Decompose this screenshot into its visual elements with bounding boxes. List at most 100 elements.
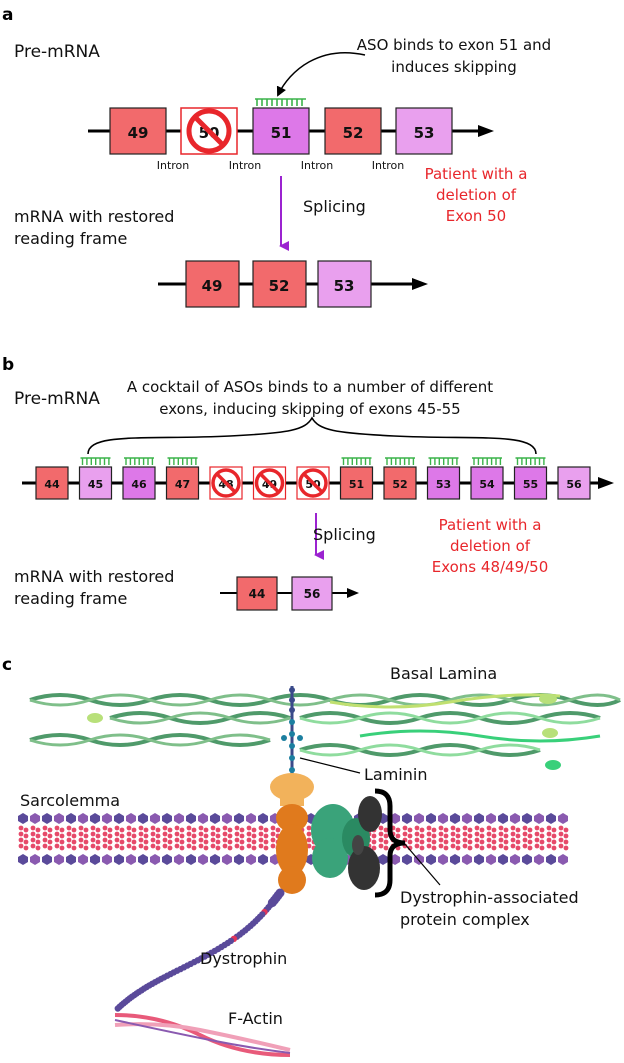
aso-icon-55-b — [515, 457, 546, 465]
panel-c-letter: c — [2, 655, 12, 675]
basal-lamina-label: Basal Lamina — [390, 664, 497, 683]
intron-label-1: Intron — [157, 159, 190, 172]
patient-note-b-line3: Exons 48/49/50 — [432, 558, 549, 576]
mrna-exon-53-a — [317, 260, 372, 308]
aso-icon-52-b — [385, 457, 415, 465]
mrna-exon-44-b — [236, 576, 278, 611]
aso-pointer-arrow — [276, 52, 366, 97]
splicing-label-b: Splicing — [313, 525, 376, 544]
patient-note-a-line3: Exon 50 — [446, 207, 506, 225]
dapc-label-line1: Dystrophin-associated — [400, 888, 579, 907]
patient-note-a: Patient with a deletion of Exon 50 — [425, 165, 528, 225]
exon-54-b: 54 — [470, 457, 504, 500]
mrna-exon-44-b-label: 44 — [249, 587, 266, 601]
aso-note-a: ASO binds to exon 51 and induces skippin… — [357, 36, 551, 76]
exon-49-a — [109, 107, 167, 155]
exon-55-b-label: 55 — [523, 478, 538, 491]
mrna-label-a-line2: reading frame — [14, 229, 127, 248]
aso-icon-51-b — [341, 457, 372, 465]
exon-53-b: 53 — [426, 457, 461, 500]
mrna-exon-56-b-label: 56 — [304, 587, 321, 601]
exon-49-a-label: 49 — [128, 124, 149, 142]
mrna-exon-49-a — [185, 260, 240, 308]
splicing-label-a: Splicing — [303, 197, 366, 216]
exon-47-b-label: 47 — [175, 478, 190, 491]
deletion-icon-48-b — [211, 468, 241, 498]
exon-53-a-label: 53 — [414, 124, 435, 142]
exon-53-b-label: 53 — [436, 478, 451, 491]
patient-note-b-line1: Patient with a — [439, 516, 542, 534]
mrna-label-a-line1: mRNA with restored — [14, 207, 174, 226]
aso-icon-46-b — [124, 457, 154, 465]
exon-51-b-label: 51 — [349, 478, 364, 491]
laminin-stalk — [281, 686, 303, 782]
exon-52-a-label: 52 — [343, 124, 364, 142]
dapc-brace — [374, 788, 406, 898]
exon-55-b: 55 — [513, 457, 548, 500]
exon-54-b-label: 54 — [479, 478, 495, 491]
patient-note-a-line1: Patient with a — [425, 165, 528, 183]
intron-label-2: Intron — [229, 159, 262, 172]
cocktail-note-line1: A cocktail of ASOs binds to a number of … — [127, 378, 493, 396]
exon-49-b: 49 — [252, 466, 287, 500]
exon-52-b-label: 52 — [392, 478, 407, 491]
mrna-exon-56-b — [291, 576, 333, 611]
aso-note-a-line2: induces skipping — [391, 58, 517, 76]
exon-47-b: 47 — [165, 457, 200, 500]
exon-45-b-label: 45 — [88, 478, 103, 491]
exon-51-b: 51 — [339, 457, 374, 500]
aso-note-a-line1: ASO binds to exon 51 and — [357, 36, 551, 54]
panel-c: c Basal Lamina — [2, 655, 621, 1057]
patient-note-b-line2: deletion of — [450, 537, 531, 555]
exon-52-a — [324, 107, 382, 155]
basal-lamina-fibrils — [29, 693, 621, 770]
exon-row-b: 44 45 46 47 48 49 50 51 52 53 54 55 56 — [35, 457, 591, 500]
pre-mrna-arrowhead-b — [598, 477, 614, 489]
intron-labels-a: Intron Intron Intron Intron — [157, 159, 405, 172]
cocktail-brace — [87, 416, 537, 455]
exon-51-a-label: 51 — [271, 124, 292, 142]
mrna-label-b-line1: mRNA with restored — [14, 567, 174, 586]
deletion-icon-50-a — [186, 108, 232, 154]
deletion-slash-50-a — [193, 115, 225, 147]
cocktail-note-line2: exons, inducing skipping of exons 45-55 — [159, 400, 460, 418]
intron-label-4: Intron — [372, 159, 405, 172]
f-actin-label: F-Actin — [228, 1009, 283, 1028]
intron-label-3: Intron — [301, 159, 334, 172]
mrna-exon-49-a-label: 49 — [202, 277, 223, 295]
dapc-label-line2: protein complex — [400, 910, 530, 929]
exon-48-b: 48 — [209, 466, 243, 500]
dapc-proteins — [270, 773, 382, 894]
mrna-arrowhead-b — [347, 588, 359, 598]
mrna-exon-52-a — [252, 260, 307, 308]
sarcolemma-label: Sarcolemma — [20, 791, 120, 810]
laminin-pointer — [299, 757, 361, 774]
mrna-arrowhead-a — [412, 278, 428, 290]
aso-icon-51-a — [255, 98, 306, 106]
deletion-icon-49-b — [254, 468, 285, 498]
exon-50-b: 50 — [296, 466, 330, 500]
exon-46-b-label: 46 — [131, 478, 147, 491]
panel-a: a Pre-mRNA ASO binds to exon 51 and indu… — [2, 5, 551, 308]
mrna-label-b-line2: reading frame — [14, 589, 127, 608]
exon-44-b: 44 — [35, 466, 69, 500]
exon-52-b: 52 — [383, 457, 417, 500]
pre-mrna-label-a: Pre-mRNA — [14, 42, 100, 62]
exon-56-b: 56 — [557, 466, 591, 500]
aso-icon-47-b — [167, 457, 198, 465]
patient-note-a-line2: deletion of — [436, 186, 517, 204]
aso-icon-54-b — [472, 457, 502, 465]
aso-icon-45-b — [80, 457, 111, 465]
mrna-exon-53-a-label: 53 — [334, 277, 355, 295]
exon-44-b-label: 44 — [44, 478, 60, 491]
panel-a-letter: a — [2, 5, 13, 25]
exon-46-b: 46 — [122, 457, 156, 500]
pre-mrna-label-b: Pre-mRNA — [14, 389, 100, 409]
f-actin-filament — [114, 1013, 291, 1057]
exon-56-b-label: 56 — [566, 478, 582, 491]
patient-note-b: Patient with a deletion of Exons 48/49/5… — [432, 516, 549, 576]
aso-icon-53-b — [428, 457, 459, 465]
panel-b-letter: b — [2, 355, 14, 375]
dystrophin-chain — [114, 888, 285, 1012]
